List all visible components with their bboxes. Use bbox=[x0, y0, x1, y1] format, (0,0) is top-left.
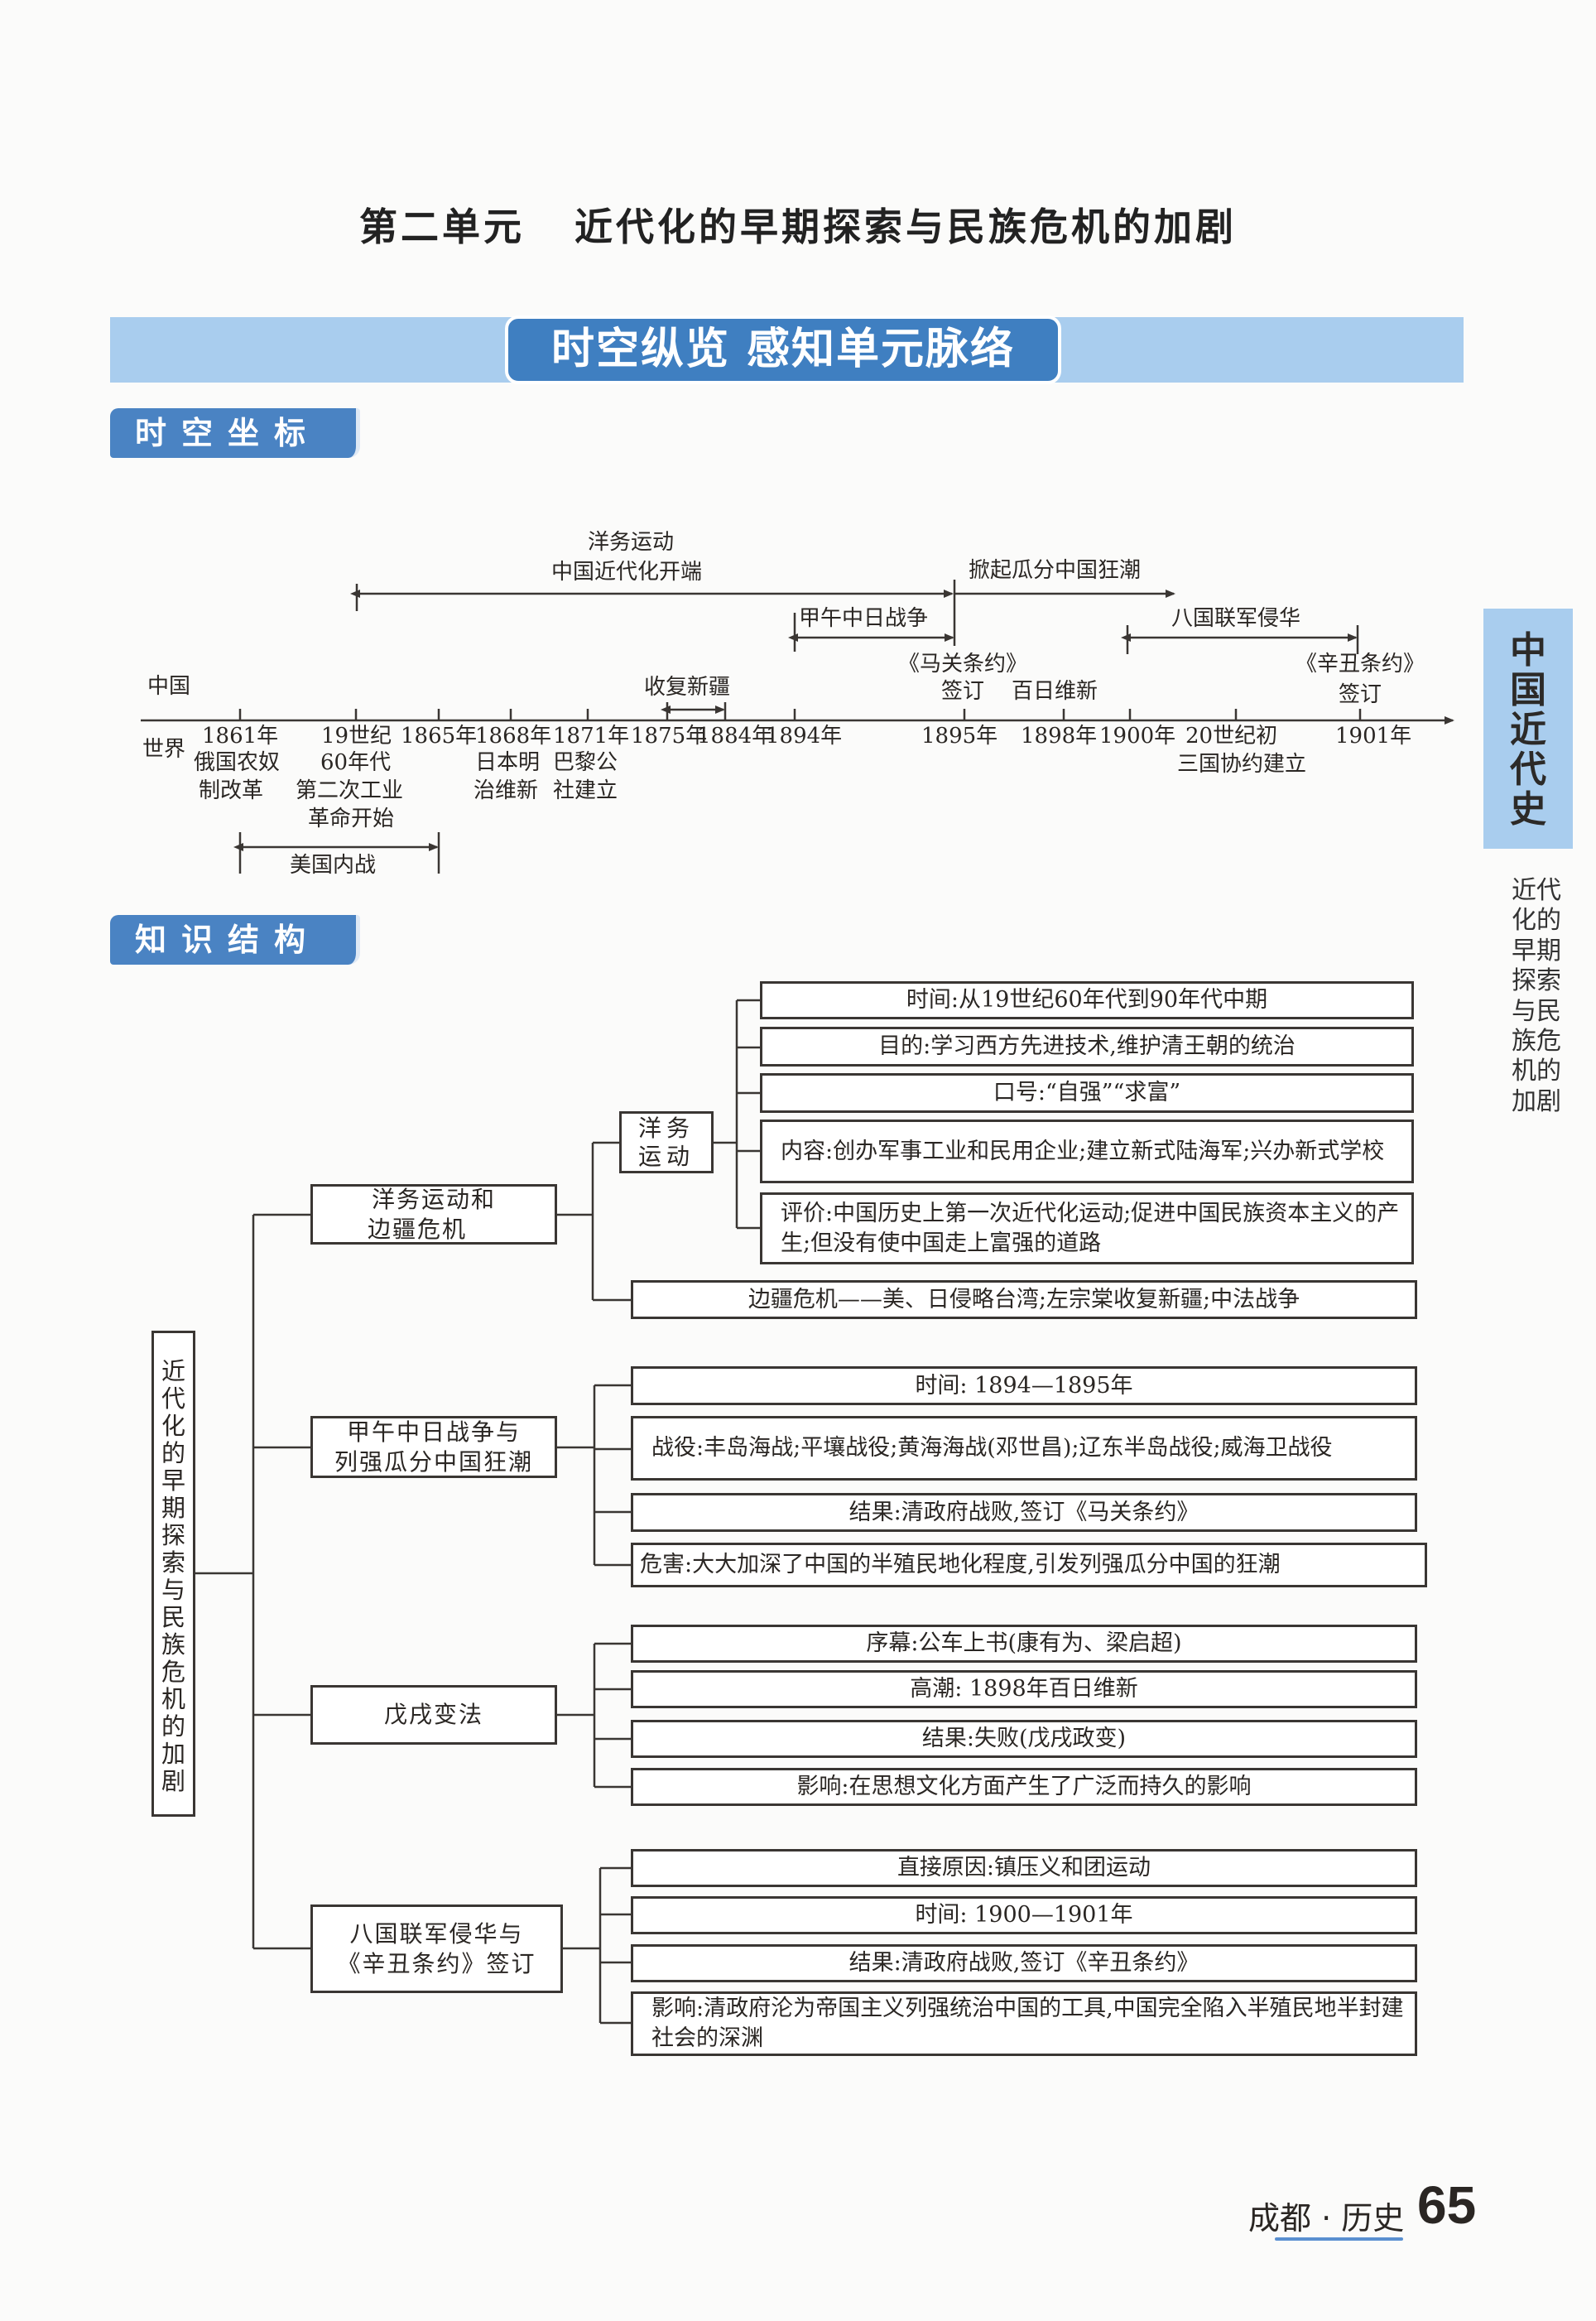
side-tab-title: 中国近代史 bbox=[1510, 629, 1546, 831]
footer-label: 成都 · 历史 bbox=[1248, 2200, 1405, 2237]
side-tab[interactable] bbox=[1483, 609, 1573, 849]
span-yangwu-label: 洋务运动 bbox=[588, 530, 675, 555]
span-baguo-label: 八国联军侵华 bbox=[1171, 606, 1301, 631]
badge-structure: 知识结构 bbox=[110, 915, 360, 965]
section-banner-label: 时空纵览 感知单元脉络 bbox=[505, 315, 1061, 384]
world-event-paris-l1: 巴黎公 bbox=[553, 750, 618, 775]
branch-label: 《辛丑条约》签订 bbox=[337, 1949, 536, 1977]
leaf-baguo-result: 结果:清政府战败,签订《辛丑条约》 bbox=[631, 1944, 1417, 1982]
tick-label: 1900年 bbox=[1099, 724, 1176, 749]
badge-timeline: 时空坐标 bbox=[110, 408, 360, 458]
unit-name: 近代化的早期探索与民族危机的加剧 bbox=[574, 205, 1237, 249]
leaf-wuxu-result: 结果:失败(戊戌政变) bbox=[631, 1720, 1417, 1758]
leaf-baguo-time: 时间: 1900—1901年 bbox=[631, 1896, 1417, 1934]
span-jiawu-label: 甲午中日战争 bbox=[799, 606, 929, 631]
branch-baguo: 八国联军侵华与 《辛丑条约》签订 bbox=[310, 1904, 563, 1993]
tick-label: 1865年 bbox=[401, 724, 478, 749]
side-subtitle: 近代化的早期探索与民族危机的加剧 bbox=[1512, 876, 1561, 1116]
leaf-yangwu-time: 时间:从19世纪60年代到90年代中期 bbox=[760, 981, 1414, 1019]
tick-label: 1895年 bbox=[921, 724, 998, 749]
leaf-yangwu-evaluation: 评价:中国历史上第一次近代化运动;促进中国民族资本主义的产生;但没有使中国走上富… bbox=[760, 1192, 1414, 1264]
event-bairi: 百日维新 bbox=[1012, 679, 1098, 704]
span-us-civil-war-label: 美国内战 bbox=[290, 853, 377, 878]
world-event-paris-l2: 社建立 bbox=[553, 778, 618, 803]
tick-label: 1875年 bbox=[631, 724, 708, 749]
tick-label: 1898年 bbox=[1021, 724, 1098, 749]
branch-yangwu-bianjiang: 洋务运动和 边疆危机 bbox=[310, 1184, 557, 1245]
row-label-china: 中国 bbox=[147, 674, 191, 699]
world-event-entente: 三国协约建立 bbox=[1177, 752, 1307, 777]
branch-label: 八国联军侵华与 bbox=[349, 1919, 524, 1948]
world-event-industrial-l2: 第二次工业 bbox=[296, 778, 404, 803]
leaf-jiawu-harm: 危害:大大加深了中国的半殖民地化程度,引发列强瓜分中国的狂潮 bbox=[631, 1543, 1427, 1587]
leaf-bianjiang: 边疆危机——美、日侵略台湾;左宗棠收复新疆;中法战争 bbox=[631, 1280, 1417, 1319]
tick-label: 19世纪 bbox=[321, 724, 392, 749]
structure-root: 近代化的早期探索与民族危机的加剧 bbox=[151, 1331, 195, 1817]
world-event-russia-l2: 制改革 bbox=[199, 778, 264, 803]
branch-label: 洋务运动和 bbox=[371, 1185, 496, 1213]
leaf-baguo-impact: 影响:清政府沦为帝国主义列强统治中国的工具,中国完全陷入半殖民地半封建社会的深渊 bbox=[631, 1991, 1417, 2056]
span-xinjiang-label: 收复新疆 bbox=[644, 675, 731, 700]
leaf-wuxu-prelude: 序幕:公车上书(康有为、梁启超) bbox=[631, 1625, 1417, 1663]
world-event-meiji-l1: 日本明 bbox=[475, 750, 541, 775]
tick-label: 1884年 bbox=[697, 724, 774, 749]
leaf-wuxu-climax: 高潮: 1898年百日维新 bbox=[631, 1670, 1417, 1708]
sub-branch-yangwu: 洋务 运动 bbox=[619, 1111, 714, 1173]
event-xinchou-l2: 签订 bbox=[1339, 682, 1382, 707]
world-event-meiji-l2: 治维新 bbox=[474, 778, 539, 803]
leaf-baguo-cause: 直接原因:镇压义和团运动 bbox=[631, 1849, 1417, 1887]
leaf-yangwu-content: 内容:创办军事工业和民用企业;建立新式陆海军;兴办新式学校 bbox=[760, 1120, 1414, 1183]
world-event-industrial-l3: 革命开始 bbox=[308, 807, 395, 831]
event-maguan-l1: 《马关条约》 bbox=[898, 652, 1028, 677]
branch-label: 戊戌变法 bbox=[383, 1701, 483, 1728]
tick-label: 1868年 bbox=[475, 724, 552, 749]
tick-label: 1861年 bbox=[202, 724, 279, 749]
branch-label: 甲午中日战争与 bbox=[346, 1418, 521, 1446]
unit-number: 第二单元 bbox=[359, 205, 525, 249]
leaf-wuxu-impact: 影响:在思想文化方面产生了广泛而持久的影响 bbox=[631, 1768, 1417, 1806]
tick-label: 1901年 bbox=[1335, 724, 1412, 749]
unit-title: 第二单元 近代化的早期探索与民族危机的加剧 bbox=[0, 197, 1596, 252]
tick-label: 1894年 bbox=[766, 724, 843, 749]
branch-jiawu: 甲午中日战争与 列强瓜分中国狂潮 bbox=[310, 1416, 557, 1478]
tick-label: 1871年 bbox=[553, 724, 630, 749]
leaf-jiawu-time: 时间: 1894—1895年 bbox=[631, 1366, 1417, 1405]
sub-branch-label: 运动 bbox=[637, 1142, 695, 1170]
footer-underline bbox=[1275, 2237, 1403, 2241]
branch-label: 列强瓜分中国狂潮 bbox=[334, 1447, 533, 1476]
leaf-yangwu-purpose: 目的:学习西方先进技术,维护清王朝的统治 bbox=[760, 1027, 1414, 1067]
leaf-yangwu-slogan: 口号:“自强”“求富” bbox=[760, 1073, 1414, 1113]
sub-branch-label: 洋务 bbox=[637, 1114, 695, 1142]
row-label-world: 世界 bbox=[142, 737, 186, 762]
world-event-russia-l1: 俄国农奴 bbox=[194, 750, 281, 775]
event-xinchou-l1: 《辛丑条约》 bbox=[1296, 652, 1425, 677]
event-maguan-l2: 签订 bbox=[941, 679, 985, 704]
span-yangwu-sublabel: 中国近代化开端 bbox=[551, 560, 703, 585]
span-guafen-label: 掀起瓜分中国狂潮 bbox=[969, 558, 1142, 583]
leaf-jiawu-result: 结果:清政府战败,签订《马关条约》 bbox=[631, 1493, 1417, 1532]
tick-label: 20世纪初 bbox=[1185, 724, 1278, 749]
world-event-industrial-l1: 60年代 bbox=[320, 750, 392, 775]
branch-wuxu: 戊戌变法 bbox=[310, 1685, 557, 1745]
page-number: 65 bbox=[1417, 2175, 1477, 2235]
branch-label: 边疆危机 bbox=[367, 1215, 467, 1243]
leaf-jiawu-battles: 战役:丰岛海战;平壤战役;黄海海战(邓世昌);辽东半岛战役;威海卫战役 bbox=[631, 1416, 1417, 1481]
